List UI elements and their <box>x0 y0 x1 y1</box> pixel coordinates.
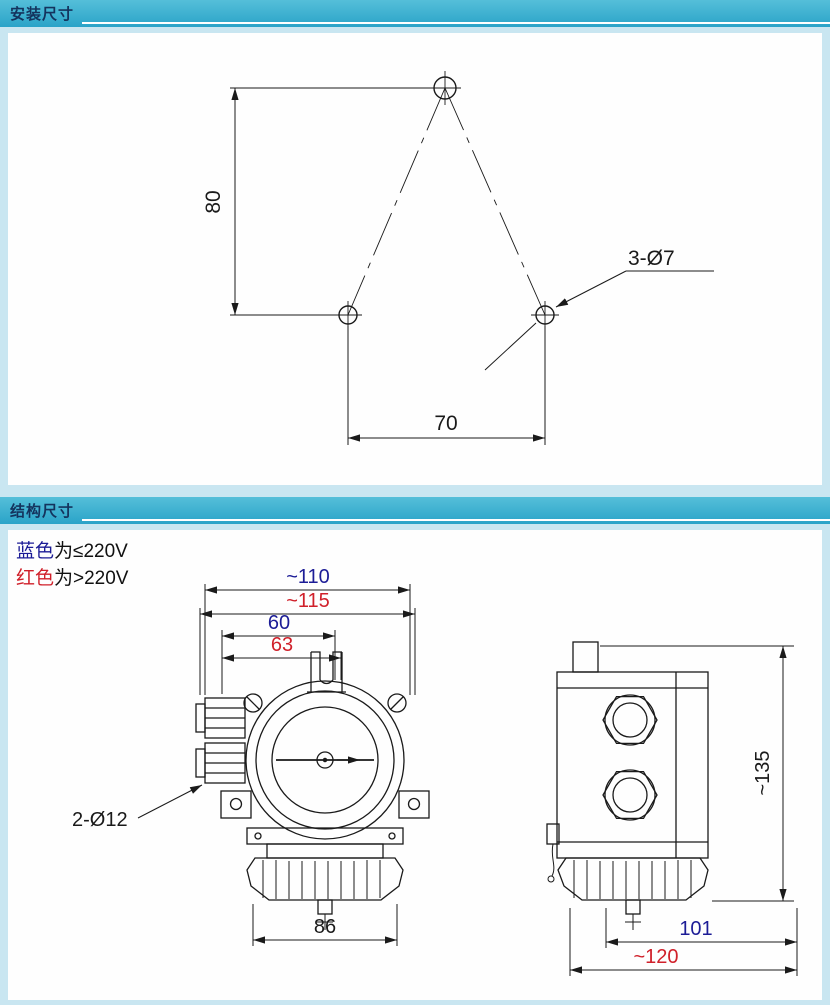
mounting-ear-right <box>398 790 430 819</box>
cable-entry-top <box>195 697 246 739</box>
side-fork <box>572 641 599 673</box>
top-fork <box>307 651 346 693</box>
structure-dimension-labels: ~110 ~115 60 63 2-Ø12 86 ~135 101 ~120 <box>72 566 774 968</box>
legend-blue: 蓝色为≤220V <box>16 538 129 565</box>
structure-dimension-lines <box>137 584 798 976</box>
mounting-holes <box>338 76 555 325</box>
holes-leader-line <box>555 270 627 308</box>
rim-screw-left <box>243 693 263 713</box>
bottom-shade <box>246 827 404 930</box>
dim-base: 86 <box>314 916 336 938</box>
side-shade <box>557 857 709 930</box>
gland-top <box>602 694 658 746</box>
dim-install-width: 70 <box>434 412 457 435</box>
dim-side-height: ~135 <box>752 750 774 795</box>
side-view <box>546 641 709 930</box>
structure-drawing: ~110 ~115 60 63 2-Ø12 86 ~135 101 ~120 <box>72 566 798 976</box>
install-dimension-labels: 80 70 3-Ø7 <box>202 190 675 435</box>
legend-red-term: 红色 <box>16 568 55 589</box>
legend-blue-term: 蓝色 <box>16 541 55 562</box>
legend-red: 红色为>220V <box>16 565 129 592</box>
rim-screw-right <box>387 693 407 713</box>
legend-red-rest: 为>220V <box>54 568 129 589</box>
dim-install-holes: 3-Ø7 <box>628 247 675 270</box>
install-section-title: 安装尺寸 <box>10 6 75 23</box>
structure-panel: 蓝色为≤220V 红色为>220V <box>8 530 822 1000</box>
dim-offset-red: 63 <box>271 634 293 656</box>
dim-depth-blue: 101 <box>679 918 712 940</box>
dim-install-height: 80 <box>202 190 225 213</box>
side-body <box>556 671 709 859</box>
mounting-ear-left <box>220 790 252 819</box>
front-view <box>195 651 430 930</box>
legend-blue-rest: 为≤220V <box>54 541 128 562</box>
header-rule <box>82 519 830 521</box>
seal-wire <box>546 823 560 883</box>
install-drawing: 80 70 3-Ø7 <box>202 71 714 445</box>
install-panel: 80 70 3-Ø7 <box>8 33 822 485</box>
voltage-legend: 蓝色为≤220V 红色为>220V <box>16 538 129 592</box>
body-outer-ring <box>245 680 405 840</box>
structure-section-header: 结构尺寸 <box>0 497 830 524</box>
structure-section-title: 结构尺寸 <box>10 503 75 520</box>
entry-holes-leader <box>137 784 203 819</box>
dim-offset-blue: 60 <box>268 612 290 634</box>
gland-bottom <box>602 769 658 821</box>
dim-width-red: ~115 <box>286 590 330 612</box>
install-section-header: 安装尺寸 <box>0 0 830 27</box>
install-dimension-lines <box>230 87 714 445</box>
dim-width-blue: ~110 <box>286 566 330 588</box>
header-rule <box>82 22 830 24</box>
dim-entry-holes: 2-Ø12 <box>72 809 128 831</box>
dim-depth-red: ~120 <box>633 946 678 968</box>
cable-entry-bottom <box>195 742 246 784</box>
centerlines <box>334 71 559 329</box>
